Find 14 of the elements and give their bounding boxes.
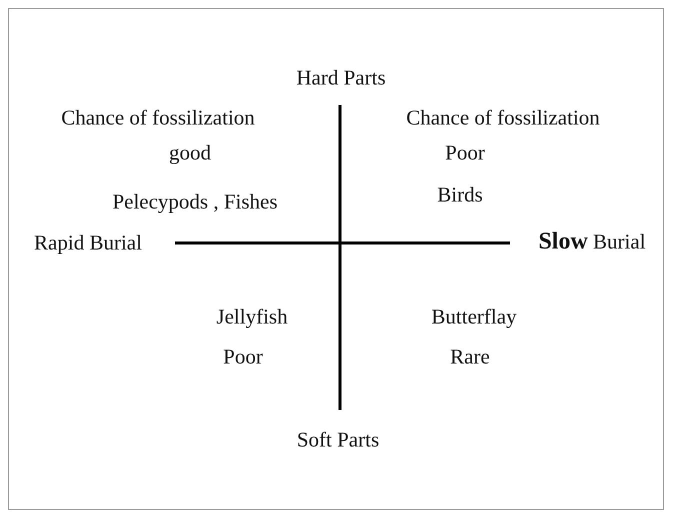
quadrant-note: Rare <box>450 344 490 370</box>
example-label: Butterflay <box>431 304 517 330</box>
quadrant-note: Chance of fossilization <box>61 106 255 130</box>
axis-title: Soft Parts <box>296 428 380 452</box>
example-label: Jellyfish <box>216 304 288 330</box>
example-label: Birds <box>437 182 483 208</box>
example-label: Pelecypods , Fishes <box>112 190 278 214</box>
quadrant-note: good <box>169 140 211 166</box>
quadrant-note: Poor <box>445 140 485 166</box>
axis-title: Slow Burial <box>538 228 646 256</box>
quadrant-note: Chance of fossilization <box>406 106 600 130</box>
axis-title: Rapid Burial <box>34 230 142 256</box>
quadrant-note: Poor <box>223 344 263 370</box>
axis-title: Hard Parts <box>296 66 386 90</box>
